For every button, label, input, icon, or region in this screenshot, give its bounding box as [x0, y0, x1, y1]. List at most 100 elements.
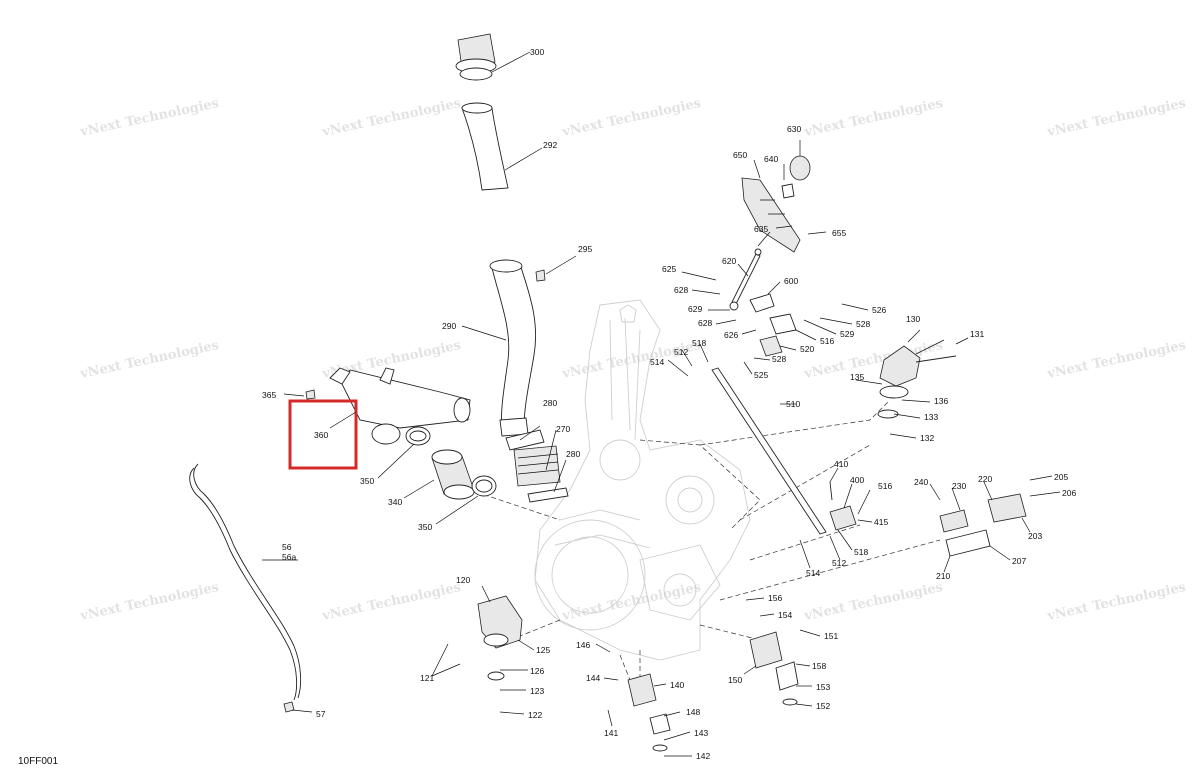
label-415: 415 [874, 517, 888, 527]
label-207: 207 [1012, 556, 1026, 566]
watermark: vNext Technologies [1045, 580, 1187, 624]
part-400-bracket [829, 481, 857, 531]
label-220: 220 [978, 474, 992, 484]
label-154: 154 [778, 610, 792, 620]
part-290-duct [461, 255, 577, 437]
label-141: 141 [604, 728, 618, 738]
label-146: 146 [576, 640, 590, 650]
label-123: 123 [530, 686, 544, 696]
label-140: 140 [670, 680, 684, 690]
label-625: 625 [662, 264, 676, 274]
part-300-cap [455, 33, 531, 81]
label-290: 290 [442, 321, 456, 331]
label-512-upper: 512 [674, 347, 688, 357]
label-56a: 56a [282, 552, 296, 562]
label-126: 126 [530, 666, 544, 676]
watermark: vNext Technologies [78, 96, 220, 140]
part-203-module [987, 493, 1027, 523]
label-121: 121 [420, 673, 434, 683]
label-600: 600 [784, 276, 798, 286]
label-528-lower: 528 [772, 354, 786, 364]
label-516-lower: 516 [878, 481, 892, 491]
label-512-lower: 512 [832, 558, 846, 568]
part-630-knob [789, 155, 811, 181]
label-210: 210 [936, 571, 950, 581]
label-132: 132 [920, 433, 934, 443]
highlight-box-360 [288, 399, 358, 470]
label-122: 122 [528, 710, 542, 720]
label-655: 655 [832, 228, 846, 238]
label-350-upper: 350 [360, 476, 374, 486]
part-640-boot [781, 183, 795, 199]
label-156: 156 [768, 593, 782, 603]
watermark: vNext Technologies [320, 580, 462, 624]
label-628-lower: 628 [698, 318, 712, 328]
label-230: 230 [952, 481, 966, 491]
watermark: vNext Technologies [320, 96, 462, 140]
label-130: 130 [906, 314, 920, 324]
label-148: 148 [686, 707, 700, 717]
part-230-bracket [939, 509, 969, 533]
label-280-lower: 280 [566, 449, 580, 459]
label-135: 135 [850, 372, 864, 382]
label-57: 57 [316, 709, 326, 719]
watermark: vNext Technologies [1045, 96, 1187, 140]
part-620-shift-rod [729, 248, 762, 311]
part-270-spacer [513, 445, 561, 487]
part-labels: 300 292 295 290 365 360 280 270 280 350 … [262, 47, 1076, 761]
label-350-lower: 350 [418, 522, 432, 532]
part-350-clamp-lower [471, 475, 497, 497]
label-142: 142 [696, 751, 710, 761]
watermark: vNext Technologies [802, 580, 944, 624]
label-300: 300 [530, 47, 544, 57]
part-130-mount [877, 339, 957, 419]
label-635: 635 [754, 224, 768, 234]
part-350-clamp [405, 426, 431, 446]
engine-outline [534, 299, 751, 661]
label-528-upper: 528 [856, 319, 870, 329]
leader-lines [262, 140, 1061, 757]
label-640: 640 [764, 154, 778, 164]
label-340: 340 [388, 497, 402, 507]
label-150: 150 [728, 675, 742, 685]
part-140-mount [627, 673, 671, 752]
part-520-link [759, 335, 783, 357]
label-365: 365 [262, 390, 276, 400]
diagram-code: 10FF001 [18, 756, 58, 767]
label-529: 529 [840, 329, 854, 339]
part-280-seal-lower [527, 487, 569, 503]
label-136: 136 [934, 396, 948, 406]
label-630: 630 [787, 124, 801, 134]
label-520: 520 [800, 344, 814, 354]
label-629: 629 [688, 304, 702, 314]
label-292: 292 [543, 140, 557, 150]
label-158: 158 [812, 661, 826, 671]
label-133: 133 [924, 412, 938, 422]
label-514-upper: 514 [650, 357, 664, 367]
watermark: vNext Technologies [802, 96, 944, 140]
part-280-seal [505, 429, 545, 451]
part-510-shift-rod [711, 367, 827, 535]
label-295: 295 [578, 244, 592, 254]
label-125: 125 [536, 645, 550, 655]
label-280-upper: 280 [543, 398, 557, 408]
part-56-breather-hose [189, 463, 302, 713]
part-600-lever [749, 293, 797, 335]
label-518-upper: 518 [692, 338, 706, 348]
label-516-upper: 516 [820, 336, 834, 346]
label-400: 400 [850, 475, 864, 485]
watermarks: vNext Technologies vNext Technologies vN… [78, 96, 1187, 624]
label-410: 410 [834, 459, 848, 469]
label-620: 620 [722, 256, 736, 266]
label-518-lower: 518 [854, 547, 868, 557]
label-56: 56 [282, 542, 292, 552]
part-340-coupler [431, 449, 475, 500]
label-151: 151 [824, 631, 838, 641]
label-514-lower: 514 [806, 568, 820, 578]
label-203: 203 [1028, 531, 1042, 541]
watermark: vNext Technologies [78, 580, 220, 624]
part-210-bracket [945, 529, 991, 557]
watermark: vNext Technologies [560, 96, 702, 140]
label-240: 240 [914, 477, 928, 487]
